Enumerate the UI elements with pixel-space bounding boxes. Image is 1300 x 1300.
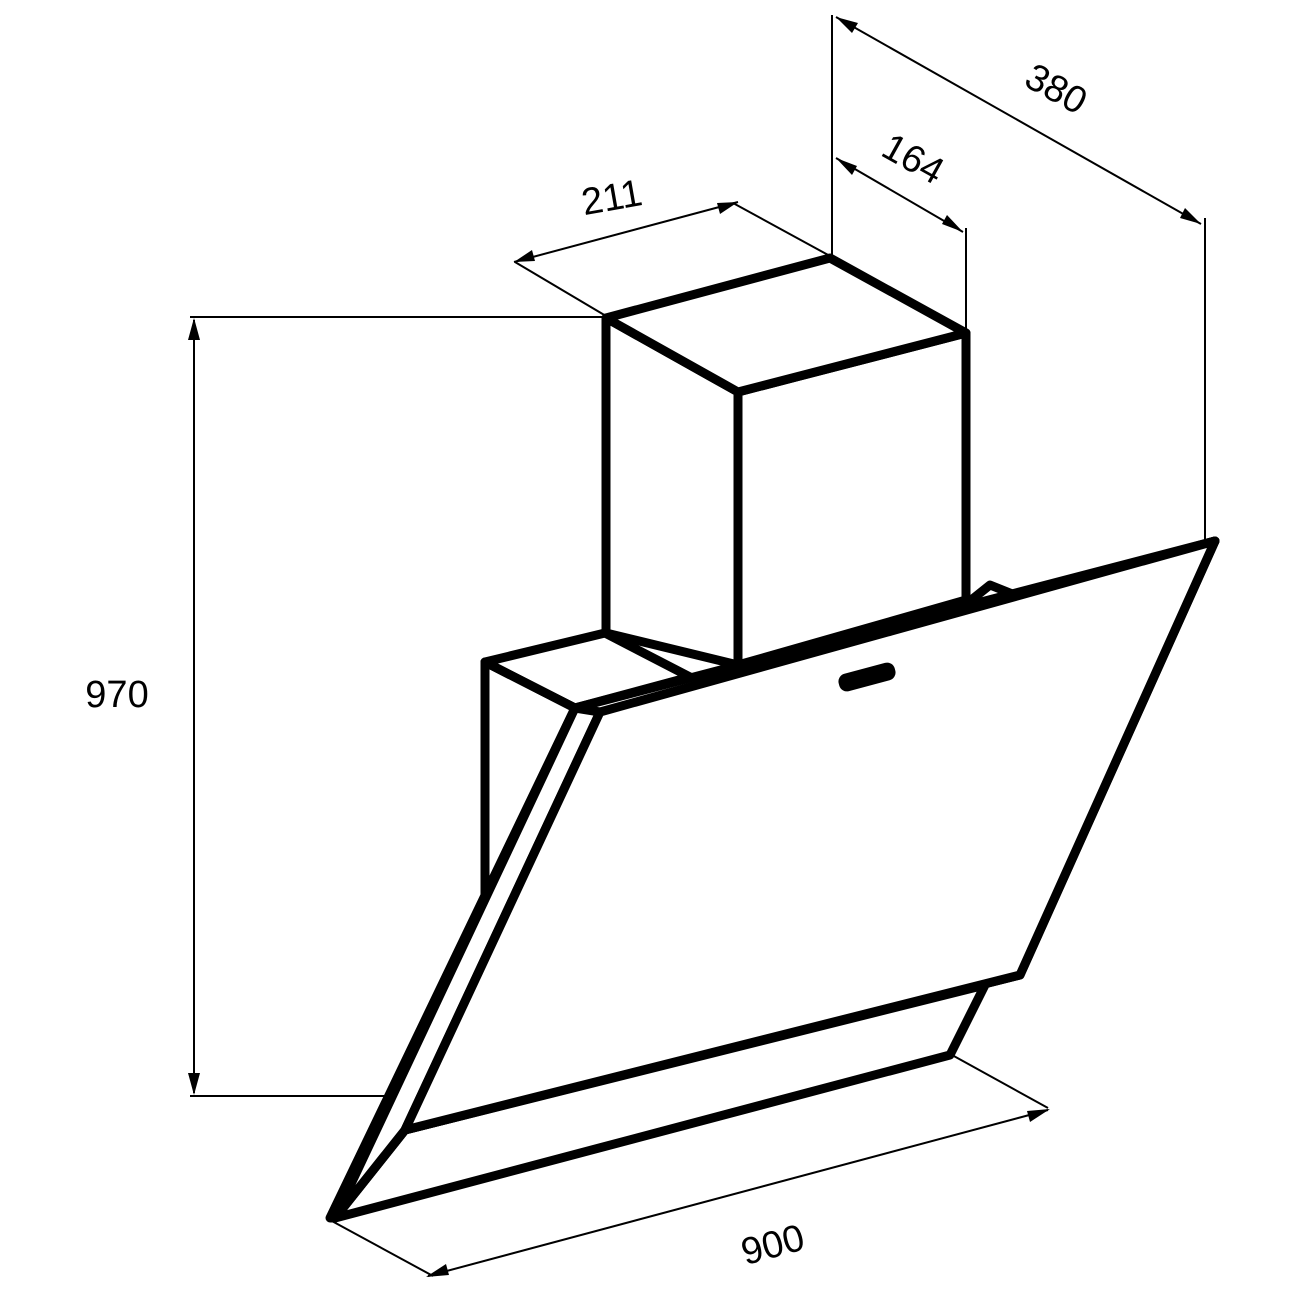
dim-211-label: 211 xyxy=(578,172,645,224)
dim-900-arrow-end xyxy=(1027,1109,1050,1122)
dim-211-extension-left xyxy=(515,262,606,316)
dim-900-extension-right xyxy=(952,1055,1048,1108)
dim-900-arrow-start xyxy=(426,1264,449,1277)
dim-164-label: 164 xyxy=(875,126,951,193)
dim-164-arrow-end xyxy=(942,215,963,232)
dim-164-arrow-start xyxy=(836,158,857,175)
chimney-duct xyxy=(606,258,966,665)
dim-380-line xyxy=(836,17,1201,224)
dim-900-label: 900 xyxy=(737,1217,809,1274)
dim-970-arrow-bottom xyxy=(188,1073,200,1095)
dim-970-label: 970 xyxy=(85,674,148,716)
hood-body xyxy=(330,258,1215,1218)
dim-900-extension-left xyxy=(330,1220,433,1276)
dim-380-label: 380 xyxy=(1018,56,1094,123)
dim-211-arrow-end xyxy=(717,202,738,214)
dim-970-arrow-top xyxy=(188,318,200,340)
dim-380-arrow-end xyxy=(1180,208,1201,224)
dim-211-arrow-start xyxy=(514,250,535,262)
dim-211-extension-right xyxy=(733,203,830,256)
dim-380-arrow-start xyxy=(836,17,858,33)
